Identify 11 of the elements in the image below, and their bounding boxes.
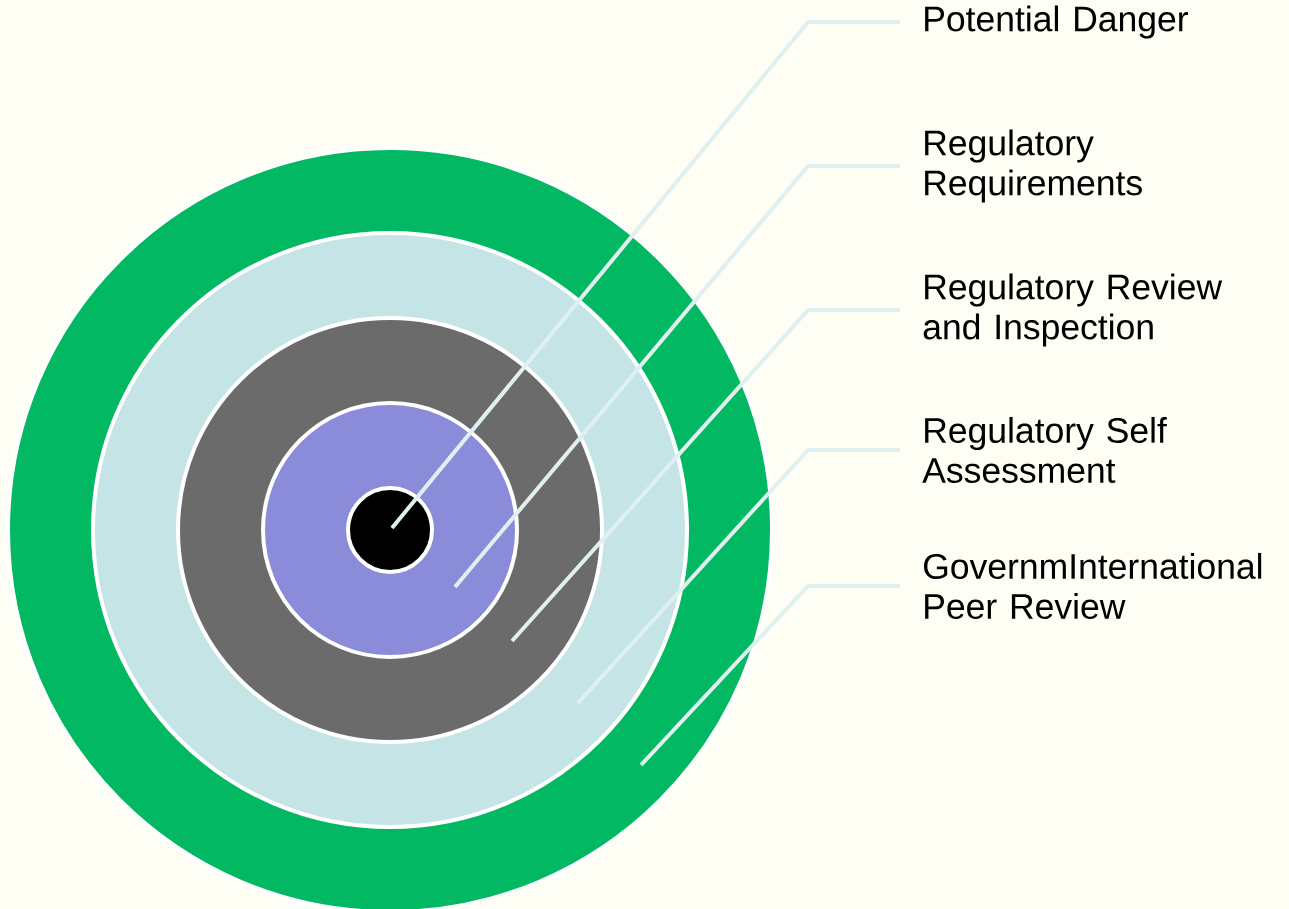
leader-label: Regulatory Review and Inspection: [923, 273, 1223, 347]
leader-line: [453, 164, 900, 589]
leader-label: GovernmInternational Peer Review: [924, 552, 1262, 620]
leader-line: [576, 448, 900, 705]
leader-label: Regulatory Requirements: [925, 129, 1142, 203]
leader-line: [639, 584, 900, 767]
target-ring: [346, 486, 434, 574]
leader-label: Potential Danger: [925, 5, 1188, 39]
leader-line: [390, 20, 900, 530]
leader-line: [510, 308, 900, 643]
leader-label: Regulatory Self Assessment: [922, 416, 1167, 484]
